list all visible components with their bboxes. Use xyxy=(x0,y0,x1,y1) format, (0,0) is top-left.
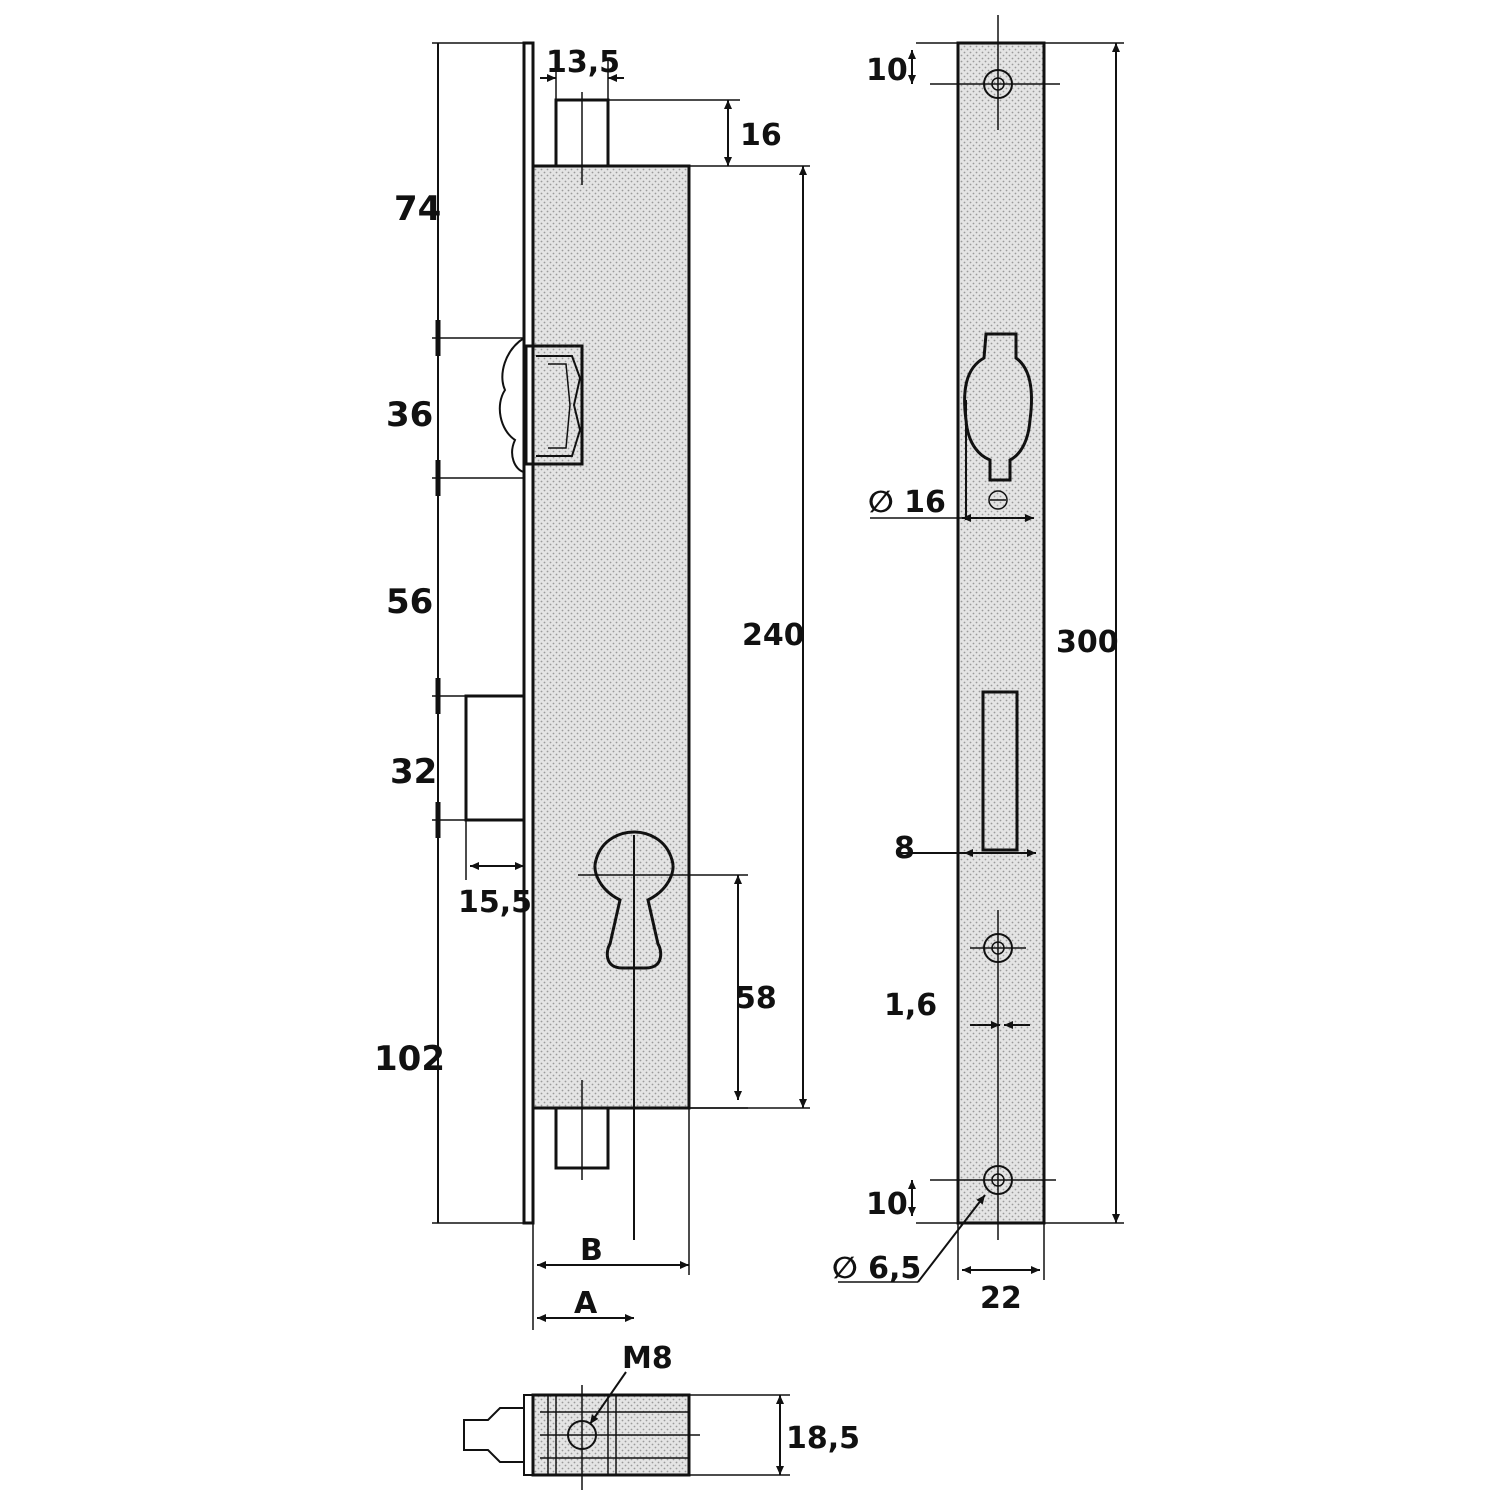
svg-text:8: 8 xyxy=(894,831,915,866)
latch-opening xyxy=(963,332,1033,520)
svg-text:∅ 6,5: ∅ 6,5 xyxy=(832,1251,921,1286)
middle-screw-hole xyxy=(970,910,1026,1240)
svg-text:300: 300 xyxy=(1056,625,1119,660)
svg-text:22: 22 xyxy=(980,1281,1022,1316)
dim-slot-width: 8 xyxy=(894,831,1036,866)
label-b: B xyxy=(580,1233,603,1268)
dim-56: 56 xyxy=(386,582,433,622)
dim-102: 102 xyxy=(374,1039,445,1079)
dim-body-height: 240 xyxy=(689,166,810,1109)
dim-bottom-hole: 10 xyxy=(866,1180,958,1224)
svg-text:∅ 16: ∅ 16 xyxy=(868,485,946,520)
deadbolt xyxy=(464,694,526,822)
dim-latch-depth: 15,5 xyxy=(458,820,532,920)
latch xyxy=(498,337,584,473)
dim-hole-diameter: ∅ 6,5 xyxy=(832,1194,986,1286)
dim-faceplate-width: 22 xyxy=(957,1223,1045,1316)
faceplate-view: 10 ∅ 16 8 1 xyxy=(832,15,1124,1316)
dim-cylinder-height: 58 xyxy=(634,875,777,1109)
svg-text:18,5: 18,5 xyxy=(786,1421,860,1456)
svg-text:58: 58 xyxy=(735,981,777,1016)
dim-74: 74 xyxy=(394,189,441,229)
dim-32: 32 xyxy=(390,752,437,792)
dim-36: 36 xyxy=(386,395,433,435)
cylinder-cutout xyxy=(593,830,675,970)
bottom-screw-hole xyxy=(930,1165,1056,1195)
dim-bottom-depth: 18,5 xyxy=(689,1394,860,1476)
dim-top-hole: 10 xyxy=(866,42,958,88)
dim-thread: M8 xyxy=(589,1341,673,1425)
lock-body xyxy=(531,164,691,1110)
svg-text:10: 10 xyxy=(866,1187,908,1222)
svg-text:15,5: 15,5 xyxy=(458,885,532,920)
latch-profile xyxy=(463,1407,525,1463)
dim-plate-thickness: 1,6 xyxy=(884,988,1030,1029)
front-view: 74 36 56 32 102 13,5 16 240 xyxy=(374,41,810,1330)
svg-text:13,5: 13,5 xyxy=(546,45,620,80)
dim-backset: B A xyxy=(532,1108,690,1330)
dim-top-height: 16 xyxy=(608,99,810,167)
svg-text:1,6: 1,6 xyxy=(884,988,937,1023)
dim-total-height: 300 xyxy=(1044,42,1124,1224)
deadbolt-slot xyxy=(981,690,1019,852)
dim-top-width: 13,5 xyxy=(540,45,624,100)
dim-cylinder-diameter: ∅ 16 xyxy=(868,485,1034,522)
svg-text:16: 16 xyxy=(740,118,782,153)
svg-text:M8: M8 xyxy=(622,1341,673,1376)
left-dimension-chain: 74 36 56 32 102 xyxy=(374,42,524,1224)
faceplate xyxy=(956,41,1046,1225)
svg-text:240: 240 xyxy=(742,618,805,653)
top-screw-hole xyxy=(930,15,1060,130)
svg-text:10: 10 xyxy=(866,53,908,88)
label-a: A xyxy=(574,1286,598,1321)
bottom-view: M8 18,5 xyxy=(463,1341,860,1490)
